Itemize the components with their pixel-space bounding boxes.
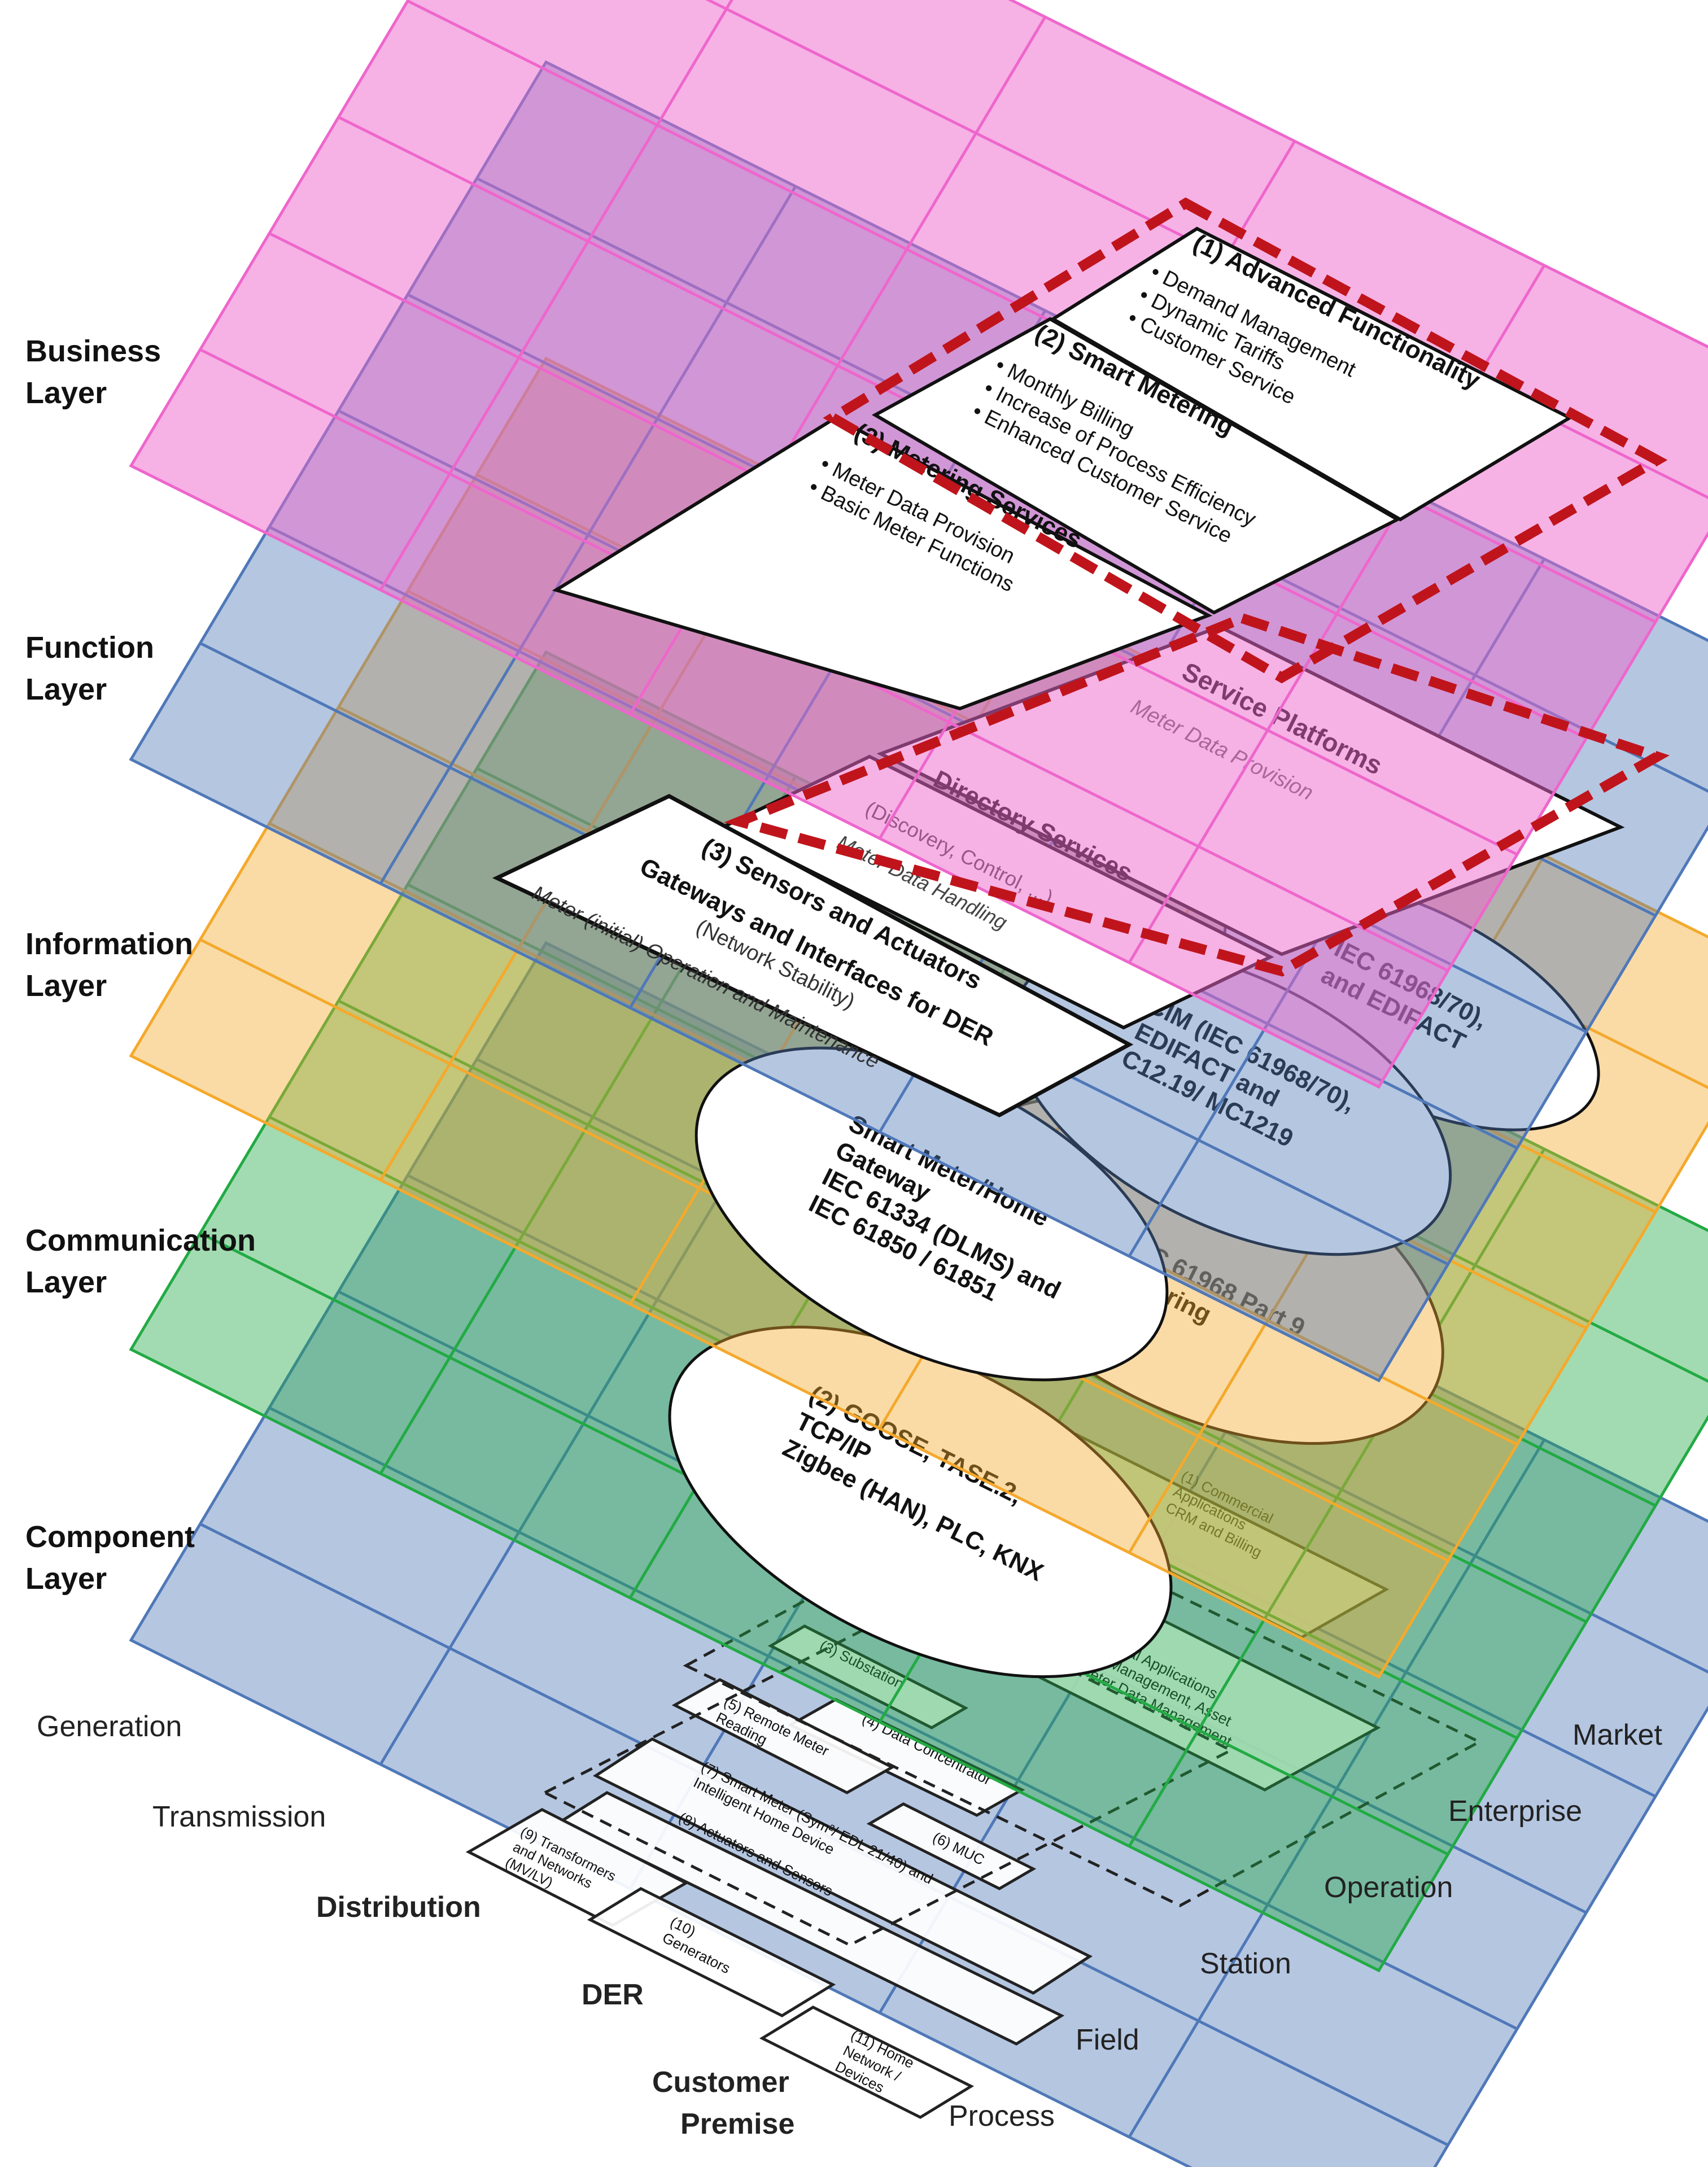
layer-label-line: Business bbox=[25, 334, 161, 368]
component-box bbox=[592, 1737, 1093, 1995]
layer-label-line: Layer bbox=[25, 1562, 107, 1596]
function-box bbox=[492, 794, 1134, 1117]
layer-label-line: Layer bbox=[25, 1265, 107, 1299]
domain-label-2: Transmission bbox=[152, 1801, 326, 1833]
zone-label-enterprise: Enterprise bbox=[1448, 1795, 1582, 1828]
layer-label-line: Layer bbox=[25, 672, 107, 706]
domain-label-1: Generation bbox=[37, 1710, 182, 1743]
layer-label-line: Communication bbox=[25, 1224, 256, 1257]
layer-label-line: Function bbox=[25, 631, 154, 665]
layer-label-line: Information bbox=[25, 927, 193, 961]
component-box bbox=[587, 1887, 836, 2017]
communication-protocol-ellipse bbox=[668, 1325, 1173, 1679]
domain-label-4: DER bbox=[582, 1978, 644, 2011]
component-box bbox=[787, 1698, 1025, 1817]
component-box bbox=[866, 1802, 1037, 1890]
zone-gridline bbox=[407, 0, 1657, 623]
business-items: (3) Metering Services• Meter Data Provis… bbox=[552, 226, 1574, 711]
component-box bbox=[759, 2006, 975, 2119]
zone-label-field: Field bbox=[1076, 2024, 1139, 2056]
layer-label-line: Layer bbox=[25, 376, 107, 410]
zone-gridline bbox=[268, 1406, 1518, 2030]
highlight-business-outline bbox=[823, 197, 1668, 684]
domain-label-3: Distribution bbox=[316, 1891, 481, 1924]
business-box bbox=[1050, 226, 1574, 522]
zone-label-station: Station bbox=[1200, 1947, 1291, 1980]
zone-label-process: Process bbox=[949, 2100, 1055, 2133]
zone-label-market: Market bbox=[1572, 1719, 1662, 1751]
layer-label-line: Component bbox=[25, 1520, 195, 1554]
layer-label-line: Layer bbox=[25, 969, 107, 1003]
highlight-function-outline bbox=[724, 613, 1670, 977]
component-box bbox=[558, 1791, 1065, 2046]
dashed-group-outline bbox=[541, 1596, 1234, 1947]
zone-label-operation: Operation bbox=[1324, 1871, 1453, 1904]
business-box bbox=[552, 416, 1213, 711]
highlight-outline bbox=[724, 197, 1670, 977]
